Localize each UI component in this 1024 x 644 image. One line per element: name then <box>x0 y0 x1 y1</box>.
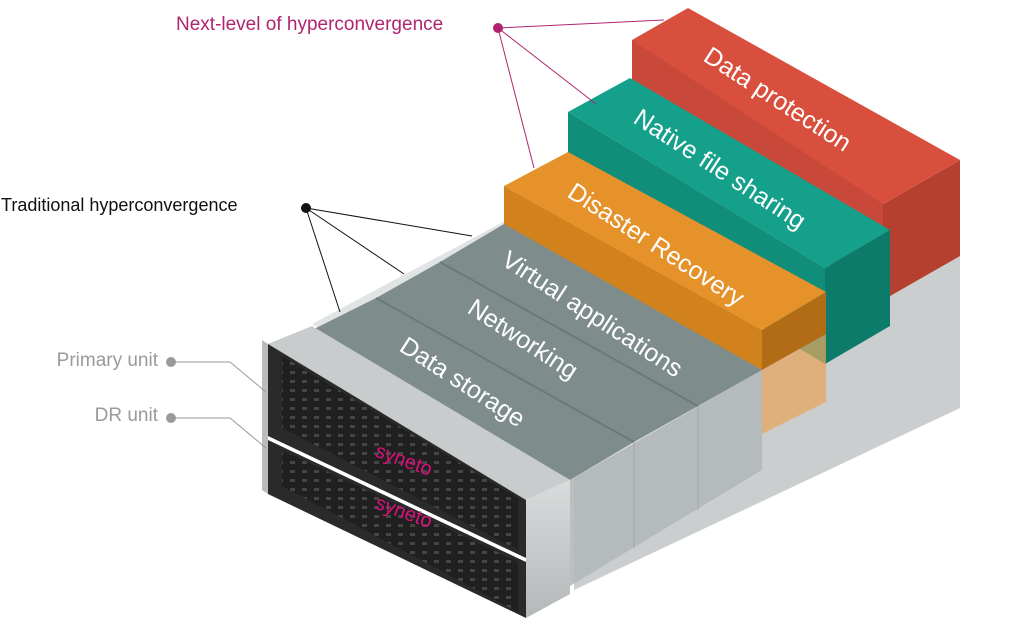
disaster-recovery-side <box>762 292 826 370</box>
primary-unit-grille <box>282 356 518 550</box>
server-top <box>268 326 570 500</box>
dr-unit-callout: DR unit <box>94 405 158 426</box>
disaster-recovery-top <box>504 152 826 330</box>
dr-unit-grille <box>282 450 518 612</box>
dr-unit-dot <box>166 413 176 423</box>
server-front-edge <box>262 340 268 494</box>
next-level-dot <box>493 23 503 33</box>
layer-divider <box>375 297 635 443</box>
primary-unit-callout: Primary unit <box>56 350 158 371</box>
virtual-applications-top <box>440 224 762 406</box>
traditional-callout: Traditional hyperconvergence <box>1 195 238 215</box>
native-file-sharing-top <box>568 78 890 268</box>
traditional-connector <box>305 207 473 313</box>
primary-unit-dot <box>166 357 176 367</box>
next-level-callout: Next-level of hyperconvergence <box>176 14 444 35</box>
data-protection-side <box>883 160 960 300</box>
next-level-connector <box>497 19 665 169</box>
data-storage-top <box>312 298 634 480</box>
networking-top <box>376 262 698 442</box>
layer-divider <box>439 261 699 407</box>
unit-connectors <box>171 361 267 449</box>
native-file-sharing-side <box>825 230 890 364</box>
traditional-dot <box>301 203 311 213</box>
disaster-recovery-ghost <box>762 334 826 434</box>
server-side <box>526 480 570 618</box>
disaster-recovery-face <box>504 186 762 370</box>
layer-side-blocks <box>570 370 762 586</box>
